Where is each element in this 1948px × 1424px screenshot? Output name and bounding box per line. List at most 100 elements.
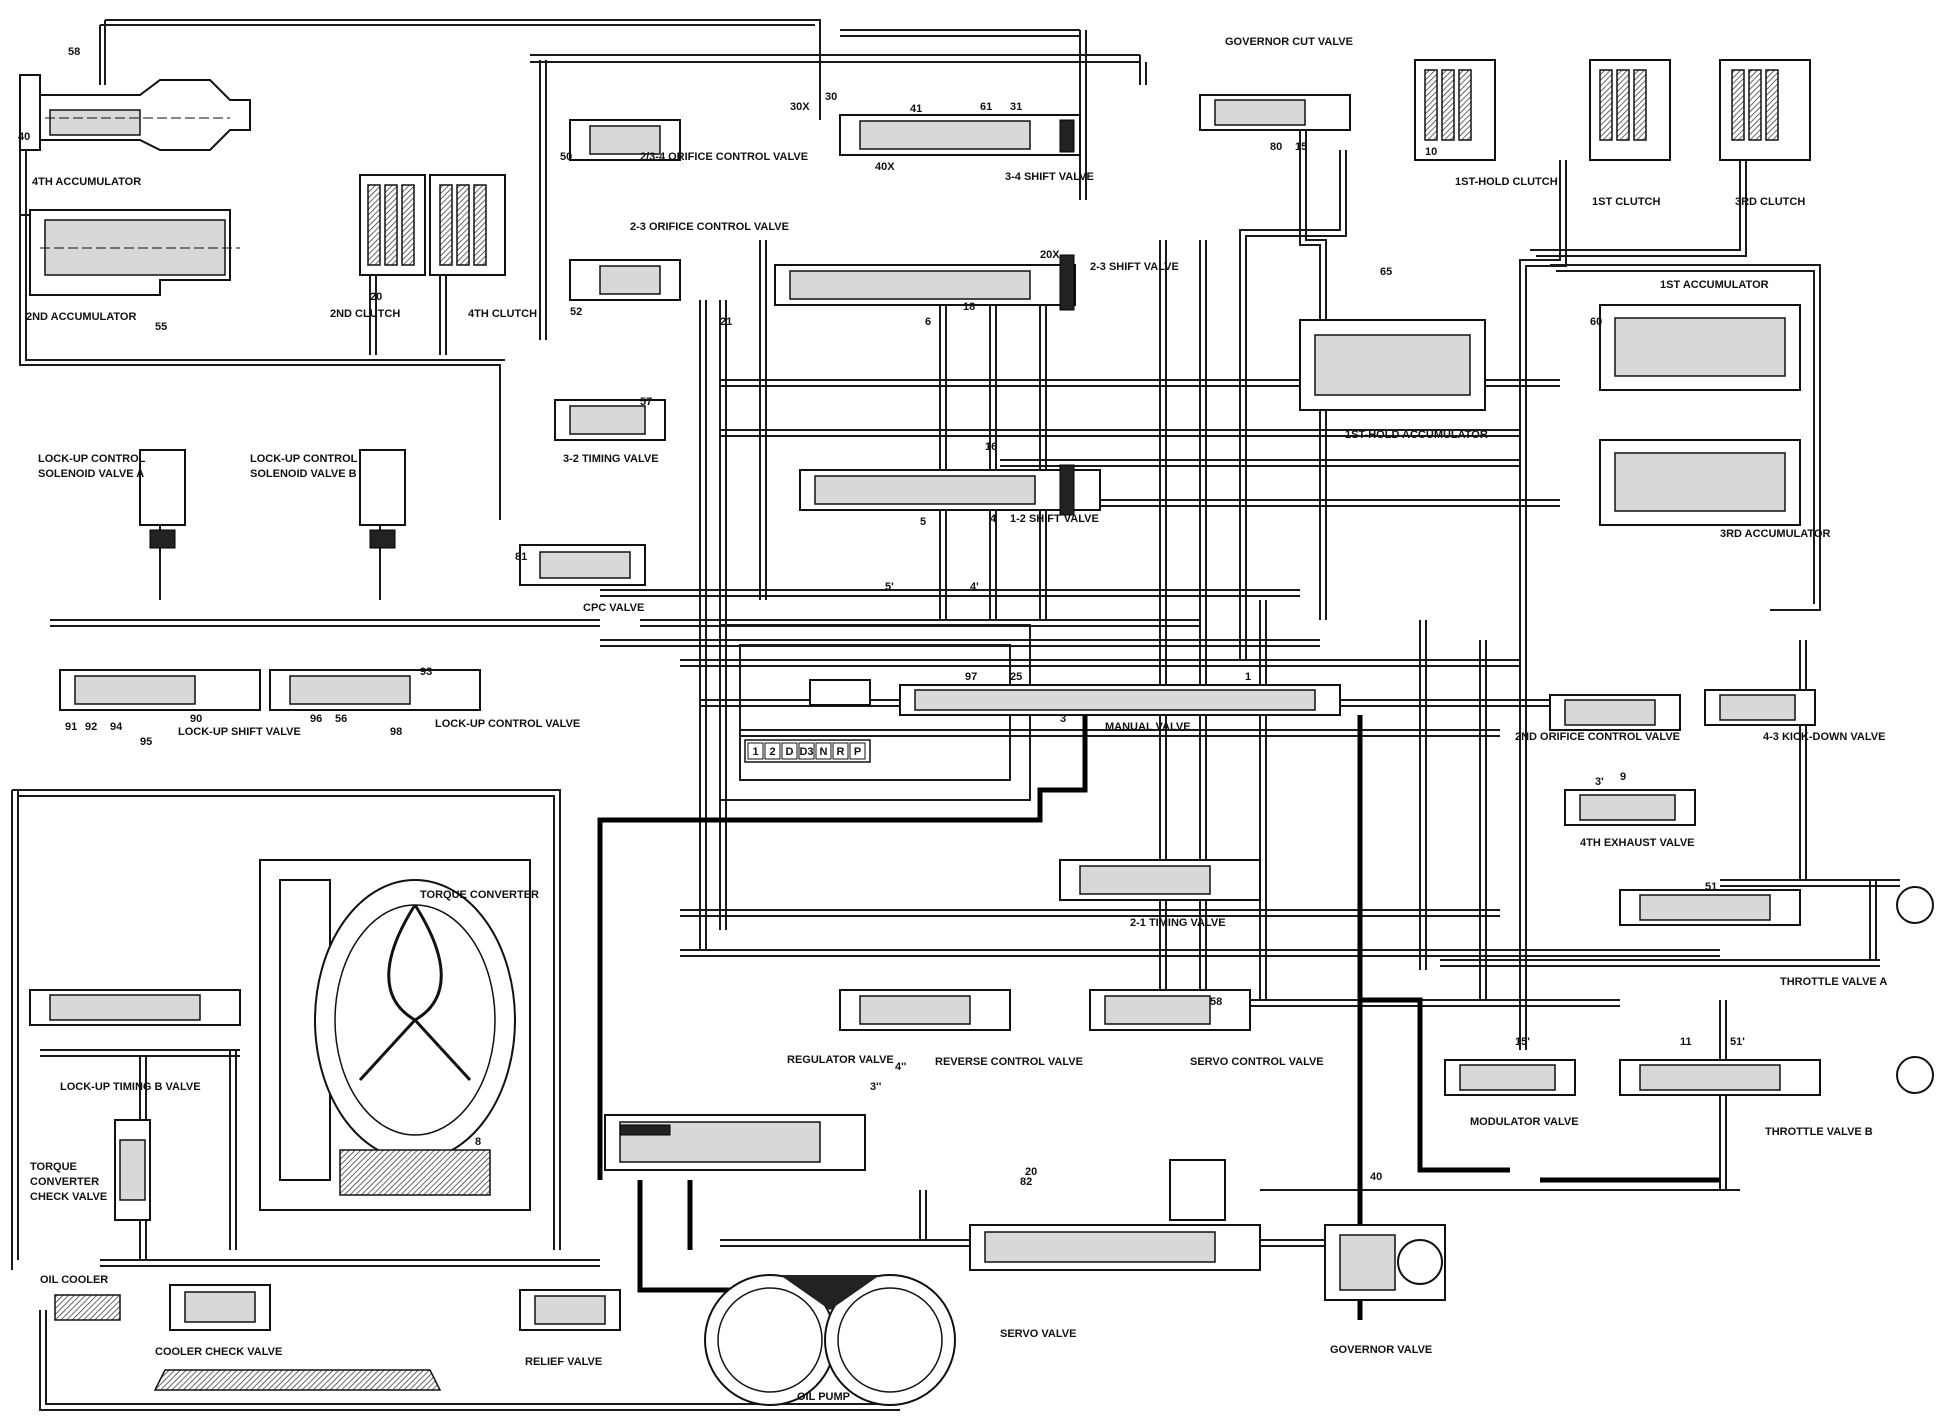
manual-position-label: R bbox=[837, 746, 845, 758]
valve-2nd-orifice-control: 2ND ORIFICE CONTROL VALVE bbox=[1515, 694, 1681, 743]
valve-throttle-b-label: THROTTLE VALVE B bbox=[1765, 1126, 1873, 1138]
valve-cpc-label: CPC VALVE bbox=[583, 602, 644, 614]
tc-check-label-1: TORQUE bbox=[30, 1161, 77, 1173]
port-number-label: 51 bbox=[1705, 881, 1717, 893]
port-number-label: 40 bbox=[18, 131, 30, 143]
port-number-label: 60 bbox=[1590, 316, 1602, 328]
oil-cooler-label: OIL COOLER bbox=[40, 1274, 108, 1286]
valve-modulator: MODULATOR VALVE bbox=[1444, 1059, 1579, 1128]
valve-reverse-control-label: REVERSE CONTROL VALVE bbox=[935, 1056, 1083, 1068]
clutch-2nd: 2ND CLUTCH bbox=[330, 174, 426, 320]
valve-3-4-shift-label: 3-4 SHIFT VALVE bbox=[1005, 171, 1094, 183]
manual-position-label: D bbox=[786, 746, 794, 758]
port-number-label: 50 bbox=[560, 151, 572, 163]
valve-throttle-a: THROTTLE VALVE A bbox=[1619, 886, 1934, 988]
tc-check-label-3: CHECK VALVE bbox=[30, 1191, 107, 1203]
valve-regulator-label: REGULATOR VALVE bbox=[787, 1054, 894, 1066]
port-number-label: 31 bbox=[1010, 101, 1022, 113]
port-number-label: 61 bbox=[980, 101, 992, 113]
accumulator-4th-label: 4TH ACCUMULATOR bbox=[32, 176, 141, 188]
valve-3-2-timing: 3-2 TIMING VALVE bbox=[554, 399, 666, 465]
clutch-1st-label: 1ST CLUTCH bbox=[1592, 196, 1661, 208]
port-number-label: 20 bbox=[1025, 1166, 1037, 1178]
valve-servo-control-label: SERVO CONTROL VALVE bbox=[1190, 1056, 1324, 1068]
valve-regulator: REGULATOR VALVE bbox=[604, 1054, 894, 1171]
port-number-label: 6 bbox=[925, 316, 931, 328]
port-number-label: 65 bbox=[1380, 266, 1392, 278]
port-number-label: 15' bbox=[1515, 1036, 1530, 1048]
port-number-label: 1 bbox=[1245, 671, 1251, 683]
valve-2-3-orifice-label: 2-3 ORIFICE CONTROL VALVE bbox=[630, 221, 789, 233]
port-number-label: 3'' bbox=[870, 1081, 882, 1093]
manual-position-label: 1 bbox=[752, 746, 758, 758]
port-number-label: 20 bbox=[370, 291, 382, 303]
port-number-label: 8 bbox=[475, 1136, 481, 1148]
port-number-label: 40 bbox=[1370, 1171, 1382, 1183]
oil-pump: OIL PUMP bbox=[704, 1274, 956, 1406]
port-number-label: 57 bbox=[640, 396, 652, 408]
port-number-label: 3' bbox=[1595, 776, 1604, 788]
valve-1-2-shift: 1-2 SHIFT VALVE bbox=[799, 464, 1101, 525]
valve-2-1-timing: 2-1 TIMING VALVE bbox=[1059, 859, 1261, 929]
valve-relief-label: RELIEF VALVE bbox=[525, 1356, 602, 1368]
valve-cpc: CPC VALVE bbox=[519, 544, 646, 614]
valve-modulator-label: MODULATOR VALVE bbox=[1470, 1116, 1579, 1128]
valve-1-2-shift-label: 1-2 SHIFT VALVE bbox=[1010, 513, 1099, 525]
clutch-4th-label: 4TH CLUTCH bbox=[468, 308, 537, 320]
port-number-label: 94 bbox=[110, 721, 123, 733]
clutch-3rd: 3RD CLUTCH bbox=[1719, 59, 1811, 208]
valve-4th-exhaust: 4TH EXHAUST VALVE bbox=[1564, 789, 1696, 849]
port-number-label: 80 bbox=[1270, 141, 1282, 153]
valve-lockup-control: LOCK-UP CONTROL VALVE bbox=[269, 669, 580, 730]
manual-position-label: N bbox=[820, 746, 828, 758]
valve-4th-exhaust-label: 4TH EXHAUST VALVE bbox=[1580, 837, 1695, 849]
port-number-label: 40X bbox=[875, 161, 895, 173]
accumulator-1st-label: 1ST ACCUMULATOR bbox=[1660, 279, 1769, 291]
valve-2-3-shift: 2-3 SHIFT VALVE bbox=[774, 254, 1179, 311]
valve-3-4-shift: 3-4 SHIFT VALVE bbox=[839, 114, 1094, 183]
port-number-label: 58 bbox=[68, 46, 80, 58]
valve-throttle-a-label: THROTTLE VALVE A bbox=[1780, 976, 1887, 988]
manual-position-box bbox=[798, 742, 815, 760]
solenoid-valve-a: LOCK-UP CONTROL SOLENOID VALVE A bbox=[38, 449, 186, 549]
solenoid-valve-b: LOCK-UP CONTROL SOLENOID VALVE B bbox=[250, 449, 406, 549]
fluid-passages bbox=[11, 19, 1900, 1411]
valve-governor-cut-label: GOVERNOR CUT VALVE bbox=[1225, 36, 1353, 48]
manual-position-box bbox=[832, 742, 849, 760]
clutch-4th: 4TH CLUTCH bbox=[429, 174, 537, 320]
accumulator-2nd-label: 2ND ACCUMULATOR bbox=[26, 311, 136, 323]
valve-lockup-timing-b-label: LOCK-UP TIMING B VALVE bbox=[60, 1081, 201, 1093]
accumulator-1st-hold: 1ST-HOLD ACCUMULATOR bbox=[1299, 319, 1488, 441]
port-number-label: 82 bbox=[1020, 1176, 1032, 1188]
clutch-1st: 1ST CLUTCH bbox=[1589, 59, 1671, 208]
manual-position-label: D3 bbox=[799, 746, 813, 758]
solenoid-b-label-2: SOLENOID VALVE B bbox=[250, 468, 357, 480]
clutch-1st-hold: 1ST-HOLD CLUTCH bbox=[1414, 59, 1558, 188]
port-number-label: 98 bbox=[390, 726, 402, 738]
port-number-label: 16 bbox=[985, 441, 997, 453]
port-number-label: 52 bbox=[570, 306, 582, 318]
port-number-label: 4 bbox=[990, 513, 997, 525]
port-number-label: 20X bbox=[1040, 249, 1060, 261]
port-number-label: 51' bbox=[1730, 1036, 1745, 1048]
oil-pump-label: OIL PUMP bbox=[797, 1391, 850, 1403]
port-number-label: 10 bbox=[1425, 146, 1437, 158]
valve-2nd-orifice-label: 2ND ORIFICE CONTROL VALVE bbox=[1515, 731, 1680, 743]
port-number-label: 25 bbox=[1010, 671, 1022, 683]
accumulator-3rd-label: 3RD ACCUMULATOR bbox=[1720, 528, 1830, 540]
port-number-label: 4'' bbox=[895, 1061, 907, 1073]
torque-converter: TORQUE CONVERTER bbox=[259, 859, 539, 1211]
accumulator-1st-hold-label: 1ST-HOLD ACCUMULATOR bbox=[1345, 429, 1488, 441]
clutch-3rd-label: 3RD CLUTCH bbox=[1735, 196, 1805, 208]
accumulator-4th: 4TH ACCUMULATOR bbox=[19, 74, 251, 188]
valve-cooler-check-label: COOLER CHECK VALVE bbox=[155, 1346, 282, 1358]
valve-reverse-control: REVERSE CONTROL VALVE bbox=[839, 989, 1083, 1068]
valve-governor-label: GOVERNOR VALVE bbox=[1330, 1344, 1432, 1356]
solenoid-a-label-1: LOCK-UP CONTROL bbox=[38, 453, 146, 465]
valve-manual: MANUAL VALVE bbox=[809, 679, 1341, 733]
valve-servo: SERVO VALVE bbox=[969, 1159, 1261, 1340]
valve-relief: RELIEF VALVE bbox=[519, 1289, 621, 1368]
solenoid-b-label-1: LOCK-UP CONTROL bbox=[250, 453, 358, 465]
accumulator-1st: 1ST ACCUMULATOR bbox=[1599, 279, 1801, 391]
